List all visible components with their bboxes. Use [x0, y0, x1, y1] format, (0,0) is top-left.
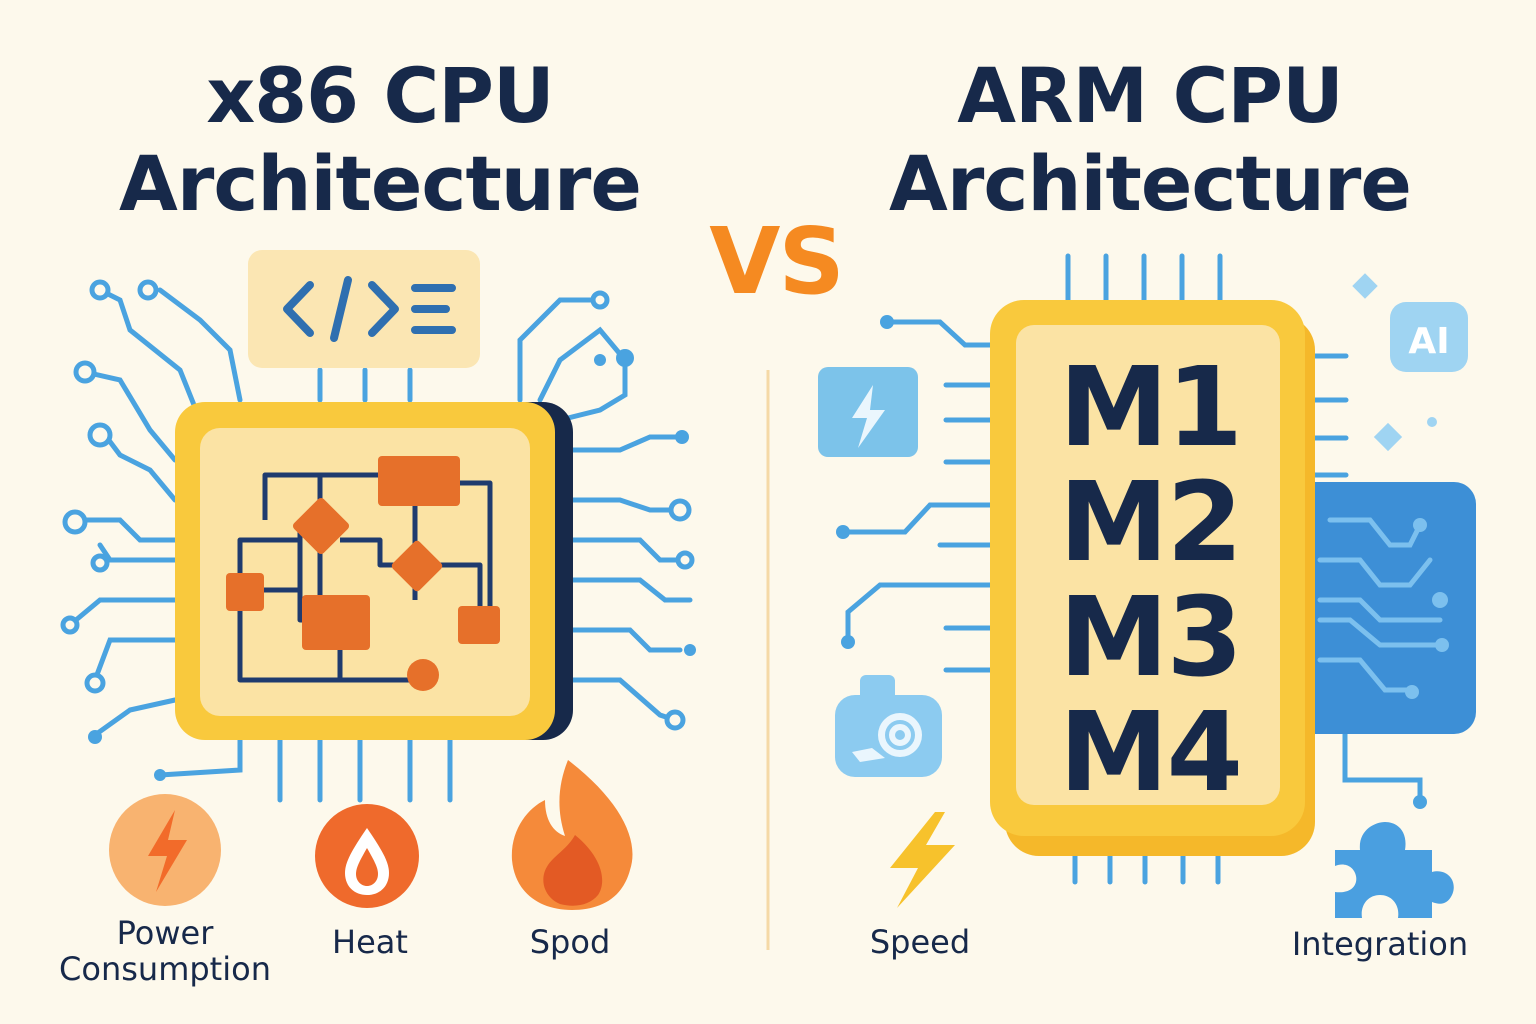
x86-circuit-dots: [88, 349, 696, 781]
integration-label: Integration: [1291, 925, 1469, 963]
vs-label: VS: [709, 208, 844, 315]
chip-model-m3: M3: [1058, 573, 1243, 701]
flowchart-chip-icon: [175, 402, 573, 740]
droplet-circle-icon: [315, 804, 419, 908]
x86-circuit-nodes: [60, 279, 695, 731]
snail-icon: [835, 675, 942, 777]
lightning-icon: [890, 812, 955, 908]
chip-model-m2: M2: [1058, 458, 1243, 586]
ai-badge-label: AI: [1408, 321, 1450, 362]
x86-title-line1: x86 CPU: [206, 51, 554, 140]
lightning-circle-icon: [109, 794, 221, 906]
speed-label: Speed: [869, 923, 971, 961]
puzzle-icon: [1335, 822, 1454, 918]
arm-circuit-dots: [836, 315, 1427, 809]
chip-model-m4: M4: [1058, 688, 1243, 816]
x86-title-line2: Architecture: [119, 139, 642, 228]
flame-icon: [511, 760, 633, 910]
chip-model-m1: M1: [1058, 343, 1243, 471]
arm-title-line1: ARM CPU: [957, 51, 1344, 140]
spod-label: Spod: [529, 923, 611, 961]
power-label-line1: Power: [116, 914, 214, 952]
arm-chip: [990, 300, 1315, 856]
arm-title-line2: Architecture: [889, 139, 1412, 228]
arm-title: ARM CPU Architecture: [830, 52, 1470, 228]
ai-badge-icon: [1390, 302, 1468, 372]
circuit-board-icon: [1290, 482, 1476, 734]
heat-label: Heat: [332, 923, 408, 961]
code-icon: [248, 250, 480, 368]
power-consumption-label: Power Consumption: [40, 915, 290, 987]
lightning-tile-icon: [818, 367, 918, 457]
x86-title: x86 CPU Architecture: [60, 52, 700, 228]
power-label-line2: Consumption: [59, 950, 271, 988]
